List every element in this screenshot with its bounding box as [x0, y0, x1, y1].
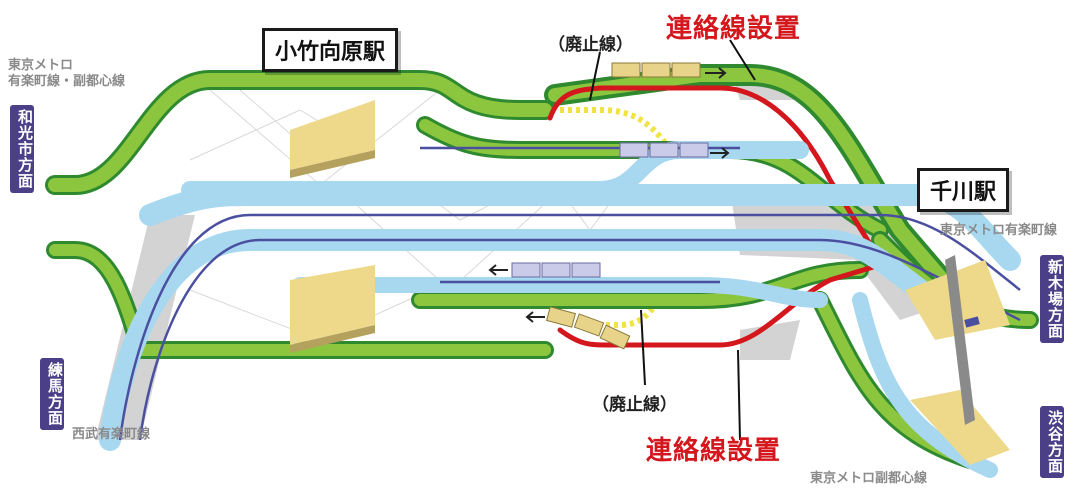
direction-badge-shinkiba: 新木場方面 — [1040, 255, 1064, 343]
senkawa-platform-bottom — [910, 390, 1010, 465]
line-label-metro-top: 東京メトロ 有楽町線・副都心線 — [8, 58, 125, 90]
line-label-seibu: 西武有楽町線 — [72, 427, 151, 442]
direction-badge-nerima: 練馬方面 — [40, 358, 64, 430]
connection-callout-bottom: 連絡線設置 — [646, 436, 782, 466]
station-label-kotake: 小竹向原駅 — [262, 28, 399, 72]
trains — [511, 62, 709, 350]
abolished-callout-bottom: （廃止線） — [592, 395, 677, 415]
line-label-metro-top-2: 有楽町線・副都心線 — [8, 74, 126, 89]
train-middle — [619, 142, 709, 158]
arrow-right-top — [705, 67, 727, 79]
blue-track-center-bottom — [99, 229, 931, 451]
arrows — [488, 67, 730, 323]
line-label-metro-fukutoshin: 東京メトロ副都心線 — [810, 471, 928, 486]
train-lower — [511, 262, 601, 278]
blue-track-right-down — [852, 292, 998, 478]
kotake-platform-top — [290, 100, 375, 170]
kotake-platform-bottom — [290, 265, 375, 345]
blue-track-lower — [292, 277, 828, 308]
train-bottom — [546, 306, 631, 350]
direction-badge-shibuya: 渋谷方面 — [1040, 406, 1064, 478]
line-label-metro-top-1: 東京メトロ — [8, 58, 74, 73]
arrow-right-middle — [710, 147, 730, 159]
arrow-left-lower — [488, 264, 508, 276]
line-label-metro-yurakucho: 東京メトロ有楽町線 — [940, 223, 1058, 238]
leader-lines — [589, 39, 756, 441]
arrow-left-bottom — [525, 311, 545, 323]
train-top — [611, 62, 701, 78]
connection-line-top — [547, 85, 883, 263]
station-label-senkawa: 千川駅 — [917, 168, 1010, 212]
connection-callout-top: 連絡線設置 — [666, 14, 802, 44]
abolished-track-top — [560, 107, 673, 152]
abolished-callout-top: （廃止線） — [548, 35, 633, 55]
station-platforms — [290, 100, 1010, 465]
direction-badge-wako: 和光市方面 — [10, 105, 34, 193]
